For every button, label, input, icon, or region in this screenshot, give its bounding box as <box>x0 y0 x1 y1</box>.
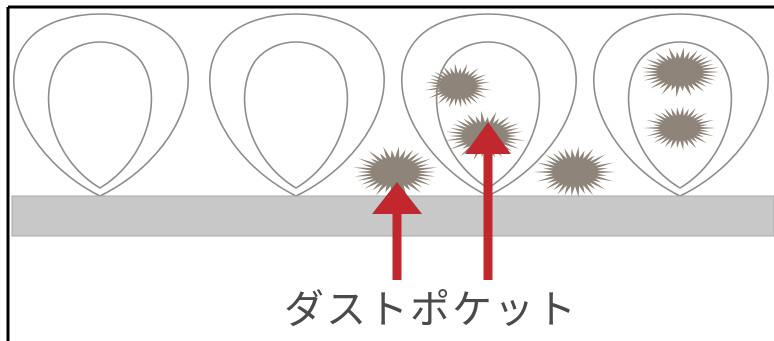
dust-particle <box>424 63 492 108</box>
dust-particle-core <box>439 73 477 99</box>
arrow-left <box>372 182 422 280</box>
arrow-right <box>465 122 511 280</box>
dust-particle <box>640 47 720 98</box>
dust-pocket-caption: ダストポケット <box>284 287 578 333</box>
loop-1 <box>13 13 189 197</box>
frame <box>6 5 774 341</box>
loop-2-outer <box>209 13 385 197</box>
loop-3-outer <box>401 13 577 197</box>
dust-particle-core <box>371 157 419 187</box>
loop-3-inner <box>435 41 541 189</box>
loop-2-inner <box>243 41 349 189</box>
loop-4-outer <box>593 13 769 197</box>
arrows <box>372 122 511 280</box>
dust-particle-core <box>552 157 598 187</box>
loop-2 <box>209 13 385 197</box>
loop-1-inner <box>47 41 153 189</box>
loop-4 <box>593 13 769 197</box>
dust-particle <box>353 146 438 199</box>
dust-particle-core <box>660 115 700 141</box>
loop-1-outer <box>13 13 189 197</box>
loop-3 <box>401 13 577 197</box>
loops <box>13 13 769 197</box>
dust-particle-core <box>657 58 703 86</box>
dust-particle <box>643 106 716 151</box>
dust-particle <box>533 146 616 198</box>
loop-4-inner <box>627 41 733 189</box>
